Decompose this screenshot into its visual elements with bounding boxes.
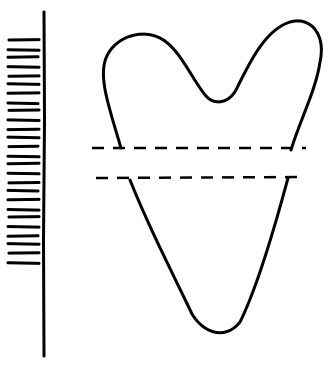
hatch-mark	[8, 156, 39, 157]
vertical-axis-line	[44, 12, 45, 356]
hatch-mark	[8, 190, 38, 191]
hatch-mark	[8, 137, 39, 138]
hatch-mark	[8, 103, 38, 104]
heart-outline-upper	[103, 21, 321, 150]
hatch-mark	[8, 263, 39, 264]
hatch-mark	[8, 244, 39, 245]
hatch-mark	[8, 50, 39, 51]
hatch-mark	[8, 120, 39, 121]
hatch-mark	[8, 84, 39, 85]
hatch-mark	[8, 173, 39, 174]
heart-outline-lower	[130, 178, 288, 333]
hatch-marks	[8, 40, 39, 264]
hatch-mark	[8, 210, 39, 211]
hatch-mark	[8, 227, 39, 228]
dashed-section-line-lower	[96, 177, 304, 178]
hatch-mark	[8, 67, 39, 68]
